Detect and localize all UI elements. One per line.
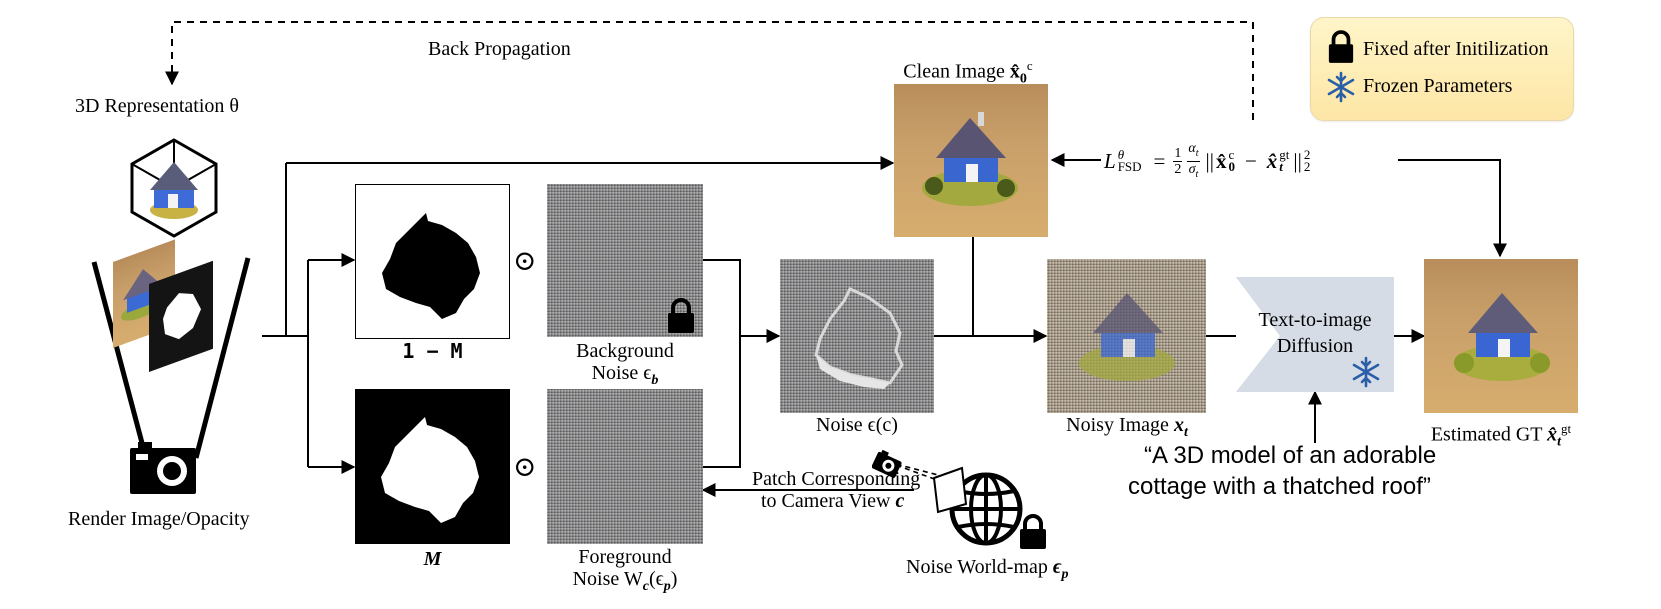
foreground-noise-label-line1: Foreground: [578, 546, 672, 568]
noisy-image-label: Noisy Image xt: [1066, 414, 1188, 440]
noise-c-image: [780, 259, 934, 413]
noise-c-label: Noise ϵ(c): [816, 414, 898, 436]
back-propagation-label: Back Propagation: [428, 38, 571, 60]
foreground-noise-image: [547, 389, 703, 544]
small-camera-icon: [872, 450, 902, 478]
m-mask: [355, 389, 510, 544]
diffusion-label-line2: Diffusion: [1276, 335, 1354, 357]
one-minus-m-label: 1 − M: [402, 339, 463, 363]
m-label: M: [423, 548, 442, 570]
snowflake-icon: [1327, 71, 1355, 103]
camera-icon: [130, 442, 196, 494]
globe-patch-frame: [932, 466, 968, 514]
legend-fixed-label: Fixed after Initilization: [1363, 38, 1549, 60]
arrow-formula-to-gt: [1398, 159, 1507, 258]
noisy-image-thumbnail: [1047, 259, 1206, 413]
background-noise-image: [547, 184, 703, 337]
prompt-line2: cottage with a thatched roof”: [1128, 473, 1431, 500]
patch-label-line1: Patch Corresponding: [752, 468, 921, 490]
estimated-gt-label: Estimated GT x̂tgt: [1430, 421, 1572, 450]
foreground-noise-label-line2: Noise Wc(ϵp): [572, 568, 678, 594]
estimated-gt-thumbnail: [1424, 259, 1578, 413]
clean-image-label: Clean Image x̂0c: [903, 58, 1033, 87]
cube-icon: [130, 138, 218, 238]
world-map-label: Noise World-map ϵp: [906, 556, 1069, 582]
one-minus-m-mask: [355, 184, 510, 339]
backprop-dashed-line: [165, 21, 1254, 120]
hadamard-product-icon: ⊙: [513, 246, 537, 277]
lock-icon: [668, 298, 694, 333]
snowflake-icon: [1352, 356, 1380, 388]
prompt-line1: “A 3D model of an adorable: [1144, 442, 1437, 469]
render-opacity-thumbnail: [149, 260, 213, 372]
clean-image-thumbnail: [894, 84, 1048, 237]
representation-label: 3D Representation θ: [75, 95, 239, 117]
patch-label-line2: to Camera View c: [761, 490, 905, 512]
legend-box: Fixed after Initilization Frozen Paramet…: [1310, 17, 1574, 121]
render-label: Render Image/Opacity: [68, 508, 250, 530]
hadamard-product-icon: ⊙: [513, 452, 537, 483]
lock-icon: [1328, 30, 1354, 63]
lock-icon: [1020, 514, 1046, 549]
background-noise-label-line2: Noise ϵb: [591, 362, 659, 388]
background-noise-label-line1: Background: [576, 340, 674, 362]
diffusion-label-line1: Text-to-image: [1258, 309, 1372, 331]
legend-frozen-label: Frozen Parameters: [1363, 75, 1513, 97]
